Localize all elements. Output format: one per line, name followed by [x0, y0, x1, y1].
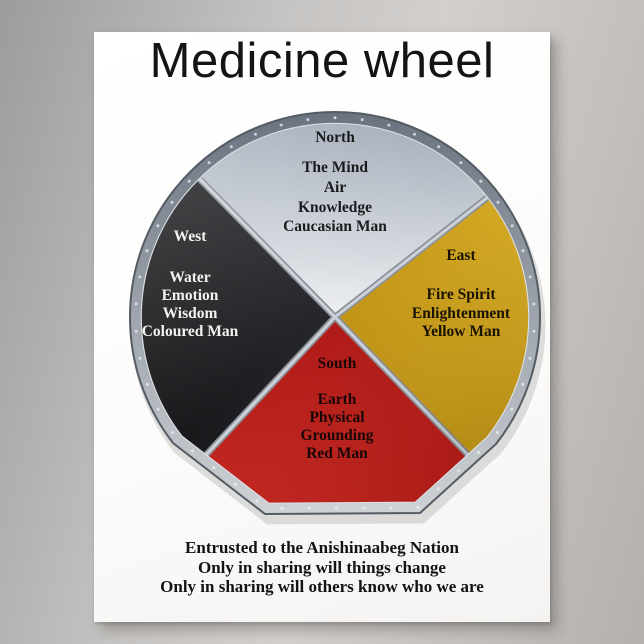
quadrant-west-text: West Water Emotion Wisdom Coloured Man: [142, 228, 239, 340]
rim-rivets: [134, 116, 536, 510]
north-line: Knowledge: [298, 199, 372, 216]
east-line: Yellow Man: [422, 323, 501, 340]
west-line: Water: [169, 269, 210, 286]
north-line: The Mind: [302, 159, 368, 176]
west-line: Wisdom: [163, 305, 218, 322]
poster: Medicine wheel: [94, 32, 550, 622]
south-label: South: [318, 355, 357, 372]
poster-footer: Entrusted to the Anishinaabeg Nation Onl…: [94, 538, 550, 597]
medicine-wheel-diagram: North The Mind Air Knowledge Caucasian M…: [128, 111, 546, 525]
south-line: Physical: [309, 409, 365, 426]
footer-line: Only in sharing will things change: [198, 557, 446, 577]
north-line: Air: [324, 179, 347, 196]
quadrant-north-text: North The Mind Air Knowledge Caucasian M…: [283, 129, 387, 235]
west-label: West: [174, 228, 208, 245]
quadrant-south-text: South Earth Physical Grounding Red Man: [301, 355, 374, 462]
poster-title: Medicine wheel: [149, 34, 495, 88]
east-line: Fire Spirit: [426, 286, 496, 303]
footer-line: Only in sharing will others know who we …: [160, 577, 484, 596]
east-label: East: [446, 247, 476, 264]
east-line: Enlightenment: [412, 305, 511, 322]
south-line: Earth: [318, 391, 357, 408]
south-line: Red Man: [306, 445, 368, 462]
north-line: Caucasian Man: [283, 218, 387, 235]
west-line: Coloured Man: [142, 323, 239, 340]
west-line: Emotion: [162, 287, 219, 304]
north-label: North: [315, 129, 355, 146]
footer-line: Entrusted to the Anishinaabeg Nation: [185, 538, 459, 557]
quadrant-east-text: East Fire Spirit Enlightenment Yellow Ma…: [412, 247, 511, 340]
south-line: Grounding: [301, 427, 374, 444]
